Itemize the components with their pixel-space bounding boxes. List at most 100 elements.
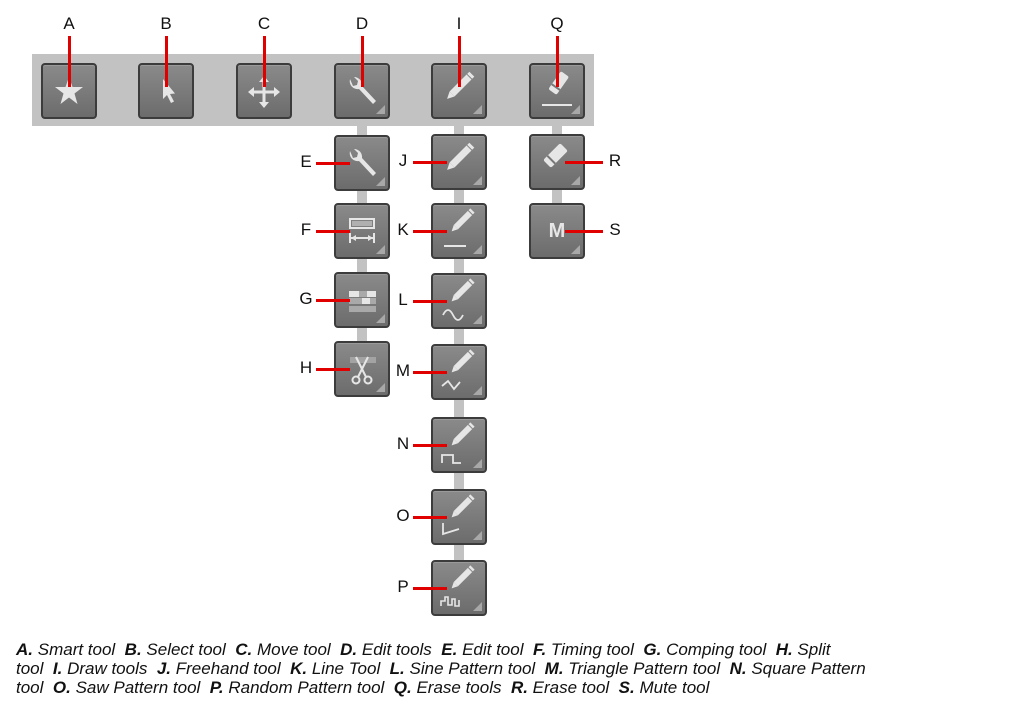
caption-tool-name: Triangle Pattern tool [568, 659, 721, 678]
callout-line [458, 36, 461, 87]
caption-tool-name: Comping tool [666, 640, 767, 659]
caption-item: E. Edit tool [441, 640, 533, 659]
callout-letter: Q [550, 14, 564, 33]
submenu-indicator-icon [473, 105, 482, 114]
caption-item: A. Smart tool [16, 640, 125, 659]
submenu-indicator-icon [571, 105, 580, 114]
callout-line [413, 444, 447, 447]
callout-line [316, 230, 350, 233]
tool-button-saw-pattern-tool[interactable] [431, 489, 487, 545]
mute-icon: M [548, 220, 566, 242]
callout-line [361, 36, 364, 87]
caption-item: Q. Erase tools [394, 678, 511, 697]
caption-letter: H. [775, 640, 793, 659]
caption-item: P. Random Pattern tool [210, 678, 394, 697]
caption-tool-name: Sine Pattern tool [409, 659, 536, 678]
callout-letter: I [456, 14, 462, 33]
caption-letter: O. [52, 678, 71, 697]
callout-letter: C [257, 14, 271, 33]
submenu-indicator-icon [376, 314, 385, 323]
caption-letter: D. [340, 640, 358, 659]
callout-line [413, 300, 447, 303]
caption-tool-name: Move tool [256, 640, 331, 659]
caption-item: N. Square Pattern [730, 659, 871, 678]
caption-item: O. Saw Pattern tool [53, 678, 210, 697]
caption-tool-name: Mute tool [639, 678, 710, 697]
toolbar [32, 54, 594, 126]
submenu-indicator-icon [376, 177, 385, 186]
caption-item: K. Line Tool [290, 659, 390, 678]
caption-line: tool O. Saw Pattern tool P. Random Patte… [16, 678, 1016, 697]
callout-letter: B [160, 14, 172, 33]
submenu-indicator-icon [571, 176, 580, 185]
caption-letter: E. [441, 640, 458, 659]
callout-line [565, 161, 603, 164]
callout-line [316, 162, 350, 165]
caption-letter: I. [52, 659, 63, 678]
caption-tool-name: Square Pattern [751, 659, 866, 678]
caption-item: J. Freehand tool [157, 659, 290, 678]
callout-line [413, 587, 447, 590]
callout-line [413, 516, 447, 519]
callout-line [316, 299, 350, 302]
caption-item: R. Erase tool [511, 678, 619, 697]
caption-letter: L. [389, 659, 405, 678]
submenu-indicator-icon [473, 531, 482, 540]
caption-letter: A. [16, 640, 33, 659]
callout-letter: J [398, 151, 408, 170]
callout-letter: M [395, 361, 411, 380]
callout-letter: D [355, 14, 369, 33]
caption-tool-name: Edit tools [361, 640, 432, 659]
caption-letter: R. [510, 678, 528, 697]
callout-letter: O [396, 506, 410, 525]
caption-letter: P. [209, 678, 224, 697]
callout-letter: E [300, 152, 312, 171]
callout-line [413, 161, 447, 164]
figure-caption: A. Smart tool B. Select tool C. Move too… [16, 640, 1016, 697]
submenu-indicator-icon [473, 176, 482, 185]
callout-letter: L [398, 290, 408, 309]
caption-item: H. Split [776, 640, 836, 659]
caption-tool-name: Draw tools [67, 659, 148, 678]
callout-letter: G [299, 289, 313, 308]
caption-letter: F. [532, 640, 547, 659]
callout-line [413, 371, 447, 374]
caption-item: D. Edit tools [340, 640, 441, 659]
caption-tool-name: Select tool [146, 640, 226, 659]
callout-letter: R [608, 151, 622, 170]
submenu-indicator-icon [376, 105, 385, 114]
callout-line [165, 36, 168, 87]
caption-tool-name: Saw Pattern tool [75, 678, 201, 697]
caption-tool-name: tool [16, 678, 44, 697]
caption-letter: G. [643, 640, 662, 659]
callout-letter: F [300, 220, 312, 239]
caption-item: G. Comping tool [643, 640, 775, 659]
callout-line [316, 368, 350, 371]
caption-tool-name: Smart tool [37, 640, 116, 659]
caption-line: A. Smart tool B. Select tool C. Move too… [16, 640, 1016, 659]
caption-item: L. Sine Pattern tool [390, 659, 545, 678]
callout-letter: P [397, 577, 409, 596]
callout-letter: N [396, 434, 410, 453]
caption-item: M. Triangle Pattern tool [545, 659, 730, 678]
submenu-indicator-icon [473, 459, 482, 468]
callout-letter: A [63, 14, 75, 33]
caption-tool-name: Timing tool [550, 640, 634, 659]
submenu-indicator-icon [571, 245, 580, 254]
submenu-indicator-icon [473, 386, 482, 395]
caption-tool-name: Edit tool [462, 640, 524, 659]
callout-line [556, 36, 559, 87]
caption-letter: N. [729, 659, 747, 678]
caption-letter: K. [290, 659, 308, 678]
caption-line: tool I. Draw tools J. Freehand tool K. L… [16, 659, 1016, 678]
callout-line [263, 36, 266, 87]
caption-item: I. Draw tools [53, 659, 157, 678]
caption-tool-name: Erase tools [416, 678, 502, 697]
caption-tool-name: Erase tool [532, 678, 610, 697]
caption-tool-name: tool [16, 659, 44, 678]
callout-line [413, 230, 447, 233]
caption-item: B. Select tool [125, 640, 236, 659]
caption-tool-name: Random Pattern tool [228, 678, 385, 697]
submenu-indicator-icon [473, 245, 482, 254]
callout-letter: H [299, 358, 313, 377]
